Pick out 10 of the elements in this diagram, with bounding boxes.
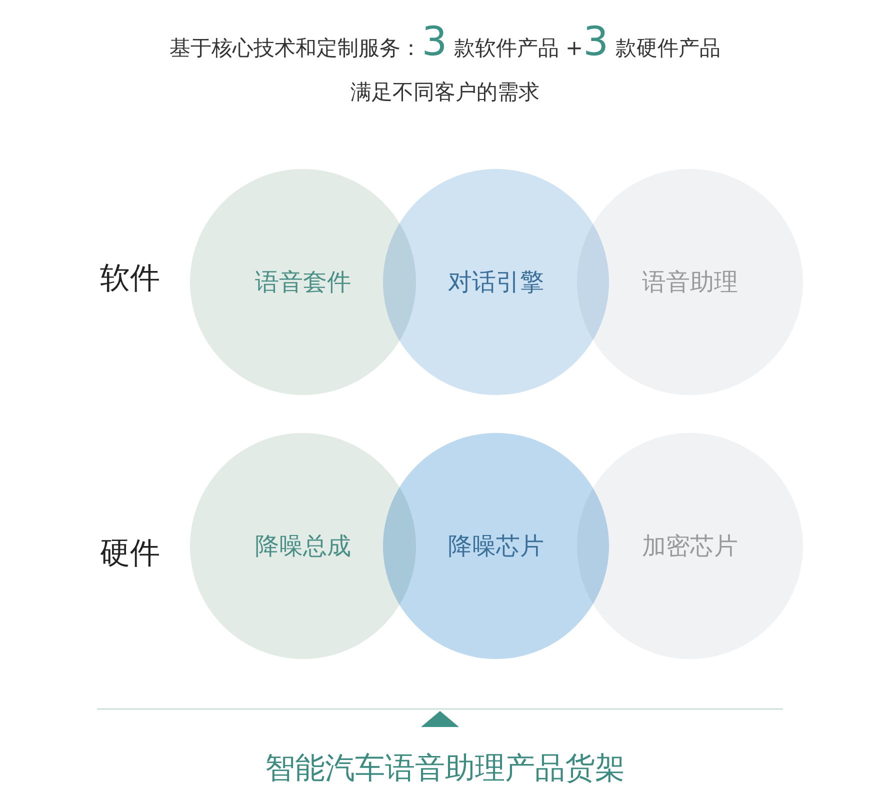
product-name: 加密芯片 <box>642 531 738 562</box>
product-name: 对话引擎 <box>448 267 544 298</box>
row-label: 软件 <box>100 260 160 298</box>
product-name: 降噪总成 <box>255 531 351 562</box>
product-name: 语音套件 <box>255 267 351 298</box>
title: 基于核心技术和定制服务：3 款软件产品 +3 款硬件产品满足不同客户的需求 <box>168 22 722 106</box>
row-label: 硬件 <box>100 535 160 573</box>
product-name: 降噪芯片 <box>448 531 544 562</box>
caption: 智能汽车语音助理产品货架 <box>265 751 625 786</box>
product-name: 语音助理 <box>642 267 738 298</box>
